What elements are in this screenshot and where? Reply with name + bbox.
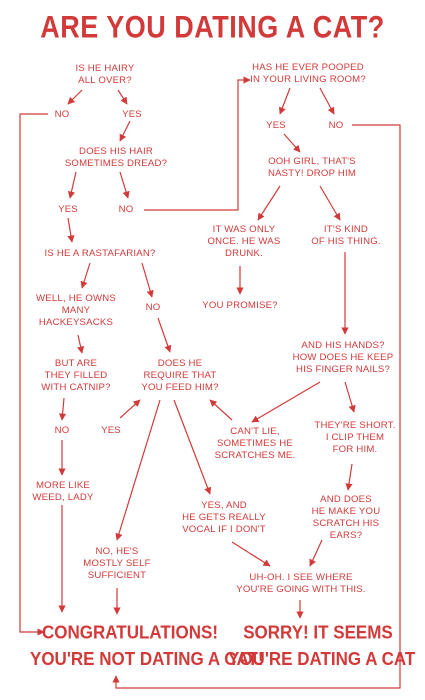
answer-hackeysacks: WELL, HE OWNS MANY HACKEYSACKS (36, 293, 116, 328)
question-catnip: BUT ARE THEY FILLED WITH CATNIP? (41, 358, 111, 393)
arrow-yes4-feed (119, 399, 141, 419)
question-dread: DOES HIS HAIR SOMETIMES DREAD? (64, 146, 168, 169)
answer-no-hairy: NO (54, 109, 70, 120)
arrow-yes1-dread (119, 120, 131, 142)
question-hairy: IS HE HAIRY ALL OVER? (75, 63, 135, 86)
arrow-pooped-no5 (319, 87, 335, 115)
answer-weed: MORE LIKE WEED, LADY (32, 480, 94, 503)
arrow-dread-yes (67, 171, 77, 199)
answer-vocal: YES, AND HE GETS REALLY VOCAL IF I DON'T (182, 500, 266, 535)
answer-drop-him: OOH GIRL, THAT'S NASTY! DROP HIM (267, 156, 357, 179)
answer-yes-pooped: YES (266, 120, 286, 131)
arrow-hands-scratches (251, 381, 321, 423)
arrow-yes2-rasta (67, 217, 75, 243)
answer-uh-oh: UH-OH. I SEE WHERE YOU'RE GOING WITH THI… (236, 572, 366, 595)
arrow-pooped-yes5 (278, 87, 291, 115)
arrow-hairy-no (67, 89, 83, 105)
arrow-feed-selfsuff (115, 399, 161, 541)
arrow-scratches-feed (209, 399, 233, 421)
arrow-rasta-no3 (141, 262, 154, 298)
answer-yes-hairy: YES (122, 109, 142, 120)
arrow-vocal-uhoh (231, 541, 271, 567)
answer-short: THEY'RE SHORT. I CLIP THEM FOR HIM. (314, 420, 396, 455)
question-feed: DOES HE REQUIRE THAT YOU FEED HIM? (141, 358, 219, 393)
arrow-hackey-catnip (77, 334, 85, 354)
arrow-no1-congrats (19, 113, 48, 636)
arrow-no2-pooped (144, 76, 251, 211)
arrow-drop-thing (319, 185, 341, 221)
question-hands: AND HIS HANDS? HOW DOES HE KEEP HIS FING… (292, 340, 394, 375)
arrow-hairy-yes (117, 89, 128, 105)
answer-no-rasta: NO (145, 302, 161, 313)
answer-no-pooped: NO (328, 120, 344, 131)
arrow-ears-uhoh (309, 539, 323, 567)
arrow-short-ears (345, 463, 353, 491)
arrow-hands-short (344, 381, 356, 413)
arrow-yes5-drop (283, 133, 301, 153)
question-rasta: IS HE A RASTAFARIAN? (44, 248, 156, 259)
arrow-no5-iscat (112, 124, 401, 689)
arrow-rasta-hackey (80, 262, 91, 289)
arrow-catnip-no4 (59, 397, 67, 421)
answer-no-catnip: NO (54, 425, 70, 436)
answer-his-thing: IT'S KIND OF HIS THING. (311, 224, 381, 247)
arrow-no3-feed (157, 317, 172, 353)
answer-promise: YOU PROMISE? (202, 300, 278, 311)
question-ears: AND DOES HE MAKE YOU SCRATCH HIS EARS? (311, 494, 381, 541)
result-not-dating-cat: CONGRATULATIONS! YOU'RE NOT DATING A CAT… (30, 622, 264, 670)
answer-yes-catnip: YES (101, 425, 121, 436)
answer-yes-dread: YES (58, 204, 78, 215)
question-pooped: HAS HE EVER POOPED IN YOUR LIVING ROOM? (250, 62, 366, 85)
arrow-dread-no (119, 171, 130, 199)
answer-no-dread: NO (118, 204, 134, 215)
arrow-drop-drunk (257, 185, 281, 221)
answer-drunk: IT WAS ONLY ONCE. HE WAS DRUNK. (207, 224, 281, 259)
result-dating-cat: SORRY! IT SEEMS YOU'RE DATING A CAT (228, 622, 416, 670)
arrow-feed-vocal (173, 399, 212, 495)
page-title: ARE YOU DATING A CAT? (40, 10, 385, 45)
answer-scratches: CAN'T LIE, SOMETIMES HE SCRATCHES ME. (214, 426, 296, 461)
answer-self-sufficient: NO, HE'S MOSTLY SELF SUFFICIENT (83, 546, 151, 581)
